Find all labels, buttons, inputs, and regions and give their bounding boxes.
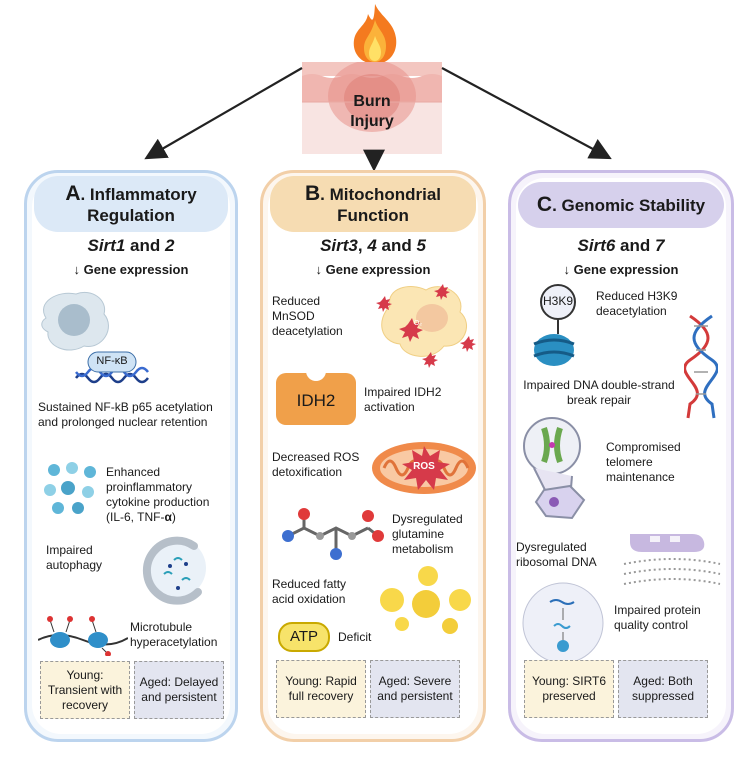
panel-c-young-box: Young: SIRT6 preserved [524, 660, 614, 718]
gene-sirt2: 2 [165, 236, 175, 255]
cytokine-icon [44, 462, 96, 514]
panel-a-young-box: Young: Transient with recovery [40, 661, 130, 719]
telomere-chromosome-icon [523, 417, 586, 520]
panel-c-item-h3k9: Reduced H3K9 deacetylation [596, 289, 678, 318]
mnsod-cell-icon [376, 284, 476, 368]
idh2-block [276, 373, 356, 425]
arrow-to-c [441, 67, 612, 160]
panel-c-aged-box: Aged: Both suppressed [618, 660, 708, 718]
panel-a-item-microtubule: Microtubule hyperacetylation [130, 620, 218, 649]
panel-b-gene-expression: ↓ Gene expression [315, 262, 431, 277]
panel-b-title-line2: Function [337, 206, 409, 225]
cell-nfkb-icon [41, 292, 149, 384]
cytokine-text-end: ) [171, 510, 176, 524]
gene-and-c: and [615, 236, 655, 255]
cytokine-text: Enhanced proinflammatory cytokine produc… [106, 465, 210, 524]
mitochondrion-icon [372, 442, 476, 494]
gene-sirt3: Sirt3 [320, 236, 358, 255]
dna-helix-icon [684, 314, 718, 419]
lipid-droplets-icon [380, 566, 471, 634]
idh2-label: IDH2 [296, 391, 336, 410]
panel-a-gene-expression: ↓ Gene expression [73, 262, 189, 277]
panel-b-aged-box: Aged: Severe and persistent [370, 660, 460, 718]
burn-injury-label: Burn Injury [302, 92, 442, 132]
gene-sirt4: 4 [367, 236, 377, 255]
h3k9-label: H3K9 [542, 294, 574, 308]
gene-and: and [125, 236, 165, 255]
glutamine-molecule-icon [282, 508, 384, 560]
nucleosome-icon [533, 284, 576, 366]
panel-c-item-dna-repair: Impaired DNA double-strand break repair [523, 378, 675, 407]
panel-c-header: C. Genomic Stability [518, 182, 724, 228]
tnf-alpha: α [164, 510, 172, 524]
gene-sirt5: 5 [416, 236, 426, 255]
panel-c-item-rdna: Dysregulated ribosomal DNA [516, 540, 597, 569]
panel-b-item-glutamine: Dysregulated glutamine metabolism [392, 512, 463, 556]
panel-a-item-cytokine: Enhanced proinflammatory cytokine produc… [106, 465, 226, 525]
gene-sirt7: 7 [655, 236, 665, 255]
panel-a-aged-box: Aged: Delayed and persistent [134, 661, 224, 719]
panel-b-young-box: Young: Rapid full recovery [276, 660, 366, 718]
nfkb-label: NF-κB [96, 355, 128, 367]
microtubule-icon [38, 616, 128, 656]
panel-b-letter: B [304, 182, 321, 205]
gene-and-b: and [376, 236, 417, 255]
ribosomal-er-icon [623, 534, 721, 585]
skin-layer-icon [302, 62, 442, 154]
arrows [144, 67, 612, 172]
panel-a-item-autophagy: Impaired autophagy [46, 543, 103, 572]
flame-icon [353, 4, 397, 64]
panel-b-title: . Mitochondrial [320, 185, 442, 204]
panel-inflammatory [24, 170, 238, 742]
panel-c-letter: C [536, 193, 553, 216]
panel-b-item-ros: Decreased ROS detoxification [272, 450, 360, 479]
panel-a-title: . Inflammatory [80, 185, 197, 204]
gene-sirt1: Sirt1 [87, 236, 126, 255]
panel-b-item-idh2: Impaired IDH2 activation [364, 385, 442, 414]
burn-label-line1: Burn [353, 93, 391, 110]
autophagosome-icon [142, 536, 206, 605]
panel-a-title-line2: Regulation [87, 206, 175, 225]
burn-label-line2: Injury [350, 113, 394, 130]
panel-b-item-atp-deficit: Deficit [338, 630, 372, 644]
arrow-to-a [144, 67, 303, 160]
panel-a-letter: A [65, 182, 81, 205]
panel-b-item-fatty-acid: Reduced fatty acid oxidation [272, 577, 347, 606]
panel-a-genes: Sirt1 and 2 [34, 236, 228, 256]
panel-c-item-telomere: Compromised telomere maintenance [606, 440, 681, 484]
panel-a-item-nfkb: Sustained NF-kB p65 acetylation and prol… [38, 400, 213, 429]
panel-c-genes: Sirt6 and 7 [518, 236, 724, 256]
atp-pill: ATP [278, 622, 330, 652]
panel-b-genes: Sirt3, 4 and 5 [270, 236, 476, 256]
idh2-notch [306, 367, 326, 381]
panel-a-header: A. Inflammatory Regulation [34, 176, 228, 232]
panel-c-title: . Genomic Stability [552, 196, 706, 215]
gene-sep: , [357, 236, 368, 255]
panel-c-item-protein: Impaired protein quality control [614, 603, 701, 632]
protein-quality-icon [522, 582, 604, 664]
o2-radical-label: O₂ [413, 320, 423, 327]
gene-sirt6: Sirt6 [577, 236, 616, 255]
ros-label: ROS [413, 461, 435, 472]
panel-b-header: B. Mitochondrial Function [270, 176, 476, 232]
panel-b-item-mnsod: Reduced MnSOD deacetylation [272, 294, 343, 338]
panel-c-gene-expression: ↓ Gene expression [563, 262, 679, 277]
